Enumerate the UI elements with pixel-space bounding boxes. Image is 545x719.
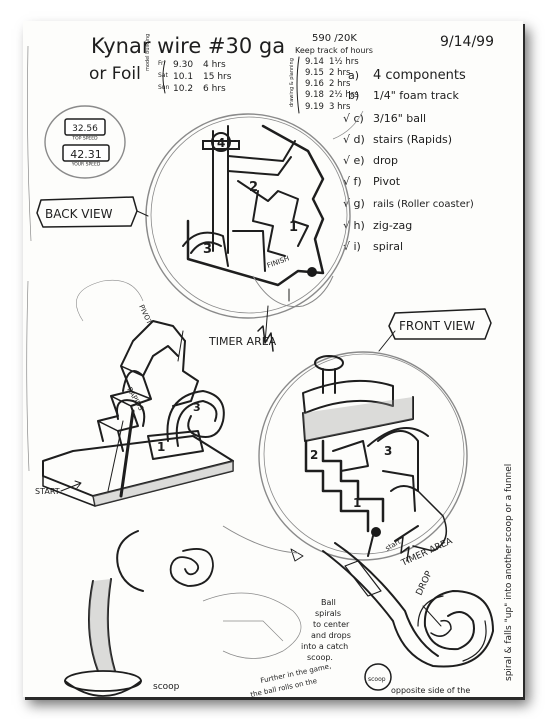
start-label-right: start [384,538,402,553]
svg-text:into a catch: into a catch [301,642,348,651]
finish-label: FINISH [266,254,290,269]
svg-text:√ d): √ d) [343,133,365,146]
svg-text:zig-zag: zig-zag [373,219,412,232]
svg-text:TIMER AREA: TIMER AREA [208,335,277,348]
svg-text:3: 3 [203,242,212,257]
svg-text:1: 1 [353,496,361,510]
svg-text:to center: to center [313,620,350,629]
svg-text:3 hrs: 3 hrs [329,102,351,112]
timer-area-bottom: TIMER AREA [394,536,455,569]
svg-text:1: 1 [157,440,165,454]
svg-text:√ h): √ h) [343,219,365,232]
svg-text:9.16: 9.16 [305,79,324,89]
svg-text:10.2: 10.2 [173,84,193,94]
svg-text:9.15: 9.15 [305,68,324,78]
svg-text:2: 2 [249,180,258,195]
svg-text:3/16" ball: 3/16" ball [373,112,426,125]
svg-text:9.18: 9.18 [305,90,324,100]
speed-badges: 32.56 TOP SPEED 42.31 YOUR SPEED [44,105,126,179]
svg-text:Ball: Ball [321,598,336,607]
your-speed-value: 42.31 [70,148,102,161]
perspective-model: 3 1 RAPIDS PIVOT START [35,279,234,507]
track-note: Keep track of hours [295,46,373,55]
front-view-label: FRONT VIEW [378,308,492,352]
sketch-page: Kynar wire #30 ga or Foil 9/14/99 590 /2… [23,21,523,697]
side-note: spiral & falls "up" into another scoop o… [504,464,514,681]
svg-text:9.30: 9.30 [173,60,193,70]
svg-text:√ f): √ f) [343,175,362,188]
svg-text:FRONT VIEW: FRONT VIEW [399,319,475,333]
title-alt-text: or Foil [89,64,141,84]
svg-text:a): a) [348,69,359,82]
svg-text:2 hrs: 2 hrs [329,68,351,78]
front-view-sketch: 1 2 3 start [258,351,468,561]
title-text: Kynar wire #30 ga [91,34,285,58]
model-note: 590 /20K [312,33,357,44]
svg-text:3: 3 [384,444,392,458]
svg-text:4 components: 4 components [373,68,466,83]
svg-text:10.1: 10.1 [173,72,193,82]
your-speed-label: YOUR SPEED [71,162,101,168]
svg-text:b): b) [348,89,359,102]
svg-text:1½ hrs: 1½ hrs [329,57,359,67]
top-speed-label: TOP SPEED [71,136,98,142]
spiral-scoop-sketch: scoop [64,530,302,697]
top-speed-value: 32.56 [72,124,98,134]
back-view-label: BACK VIEW [36,196,149,228]
ball-note: Ball spirals to center and drops into a … [301,598,351,662]
svg-text:√ c): √ c) [343,112,364,125]
start-label-left: START [35,487,60,496]
timer-area-top: TIMER AREA [208,305,277,352]
sketch-drawing: Kynar wire #30 ga or Foil 9/14/99 590 /2… [26,33,514,697]
scoop-label-small: scoop [368,676,386,683]
svg-text:15 hrs: 15 hrs [203,72,232,82]
side-label-planning: drawing & planning [289,58,295,107]
svg-text:4 hrs: 4 hrs [203,60,226,70]
bottom-note: Further in the game, the ball rolls on t… [250,662,471,697]
svg-text:9.19: 9.19 [305,102,324,112]
svg-text:2 hrs: 2 hrs [329,79,351,89]
svg-text:1/4" foam track: 1/4" foam track [373,89,459,102]
planning-log: 9.14 1½ hrs 9.15 2 hrs 9.16 2 hrs 9.18 2… [305,57,359,112]
svg-text:4: 4 [217,136,225,150]
svg-text:spiral: spiral [373,240,403,253]
svg-text:stairs (Rapids): stairs (Rapids) [373,133,452,146]
spiral-drop-sketch: scoop DROP [222,525,494,691]
svg-text:Pivot: Pivot [373,175,401,188]
svg-text:9.14: 9.14 [305,57,324,67]
svg-text:rails (Roller coaster): rails (Roller coaster) [373,199,474,210]
side-label-model: model building [145,34,151,71]
pivot-label: PIVOT [137,303,153,326]
component-checklist: a) 4 components b) 1/4" foam track √ c) … [343,68,474,253]
svg-text:and drops: and drops [311,631,351,640]
svg-text:6 hrs: 6 hrs [203,84,226,94]
date-text: 9/14/99 [440,34,494,50]
svg-text:2½ hrs: 2½ hrs [329,90,359,100]
svg-text:Fri: Fri [158,60,165,67]
svg-text:drop: drop [373,154,398,167]
svg-text:1: 1 [289,220,298,235]
svg-text:scoop.: scoop. [307,653,333,662]
scoop-label: scoop [153,682,180,692]
drop-label: DROP [415,569,435,597]
svg-text:√ e): √ e) [343,154,365,167]
back-view-sketch: 4 2 3 1 FINISH [145,113,351,319]
svg-text:√ i): √ i) [343,240,361,253]
svg-text:3: 3 [193,401,201,414]
svg-text:2: 2 [310,448,318,462]
svg-text:BACK VIEW: BACK VIEW [45,207,113,221]
svg-text:opposite side of the: opposite side of the [391,686,470,695]
svg-text:spirals: spirals [315,609,341,618]
model-log: Fri 9.30 4 hrs Sat 10.1 15 hrs Sun 10.2 … [158,60,232,94]
